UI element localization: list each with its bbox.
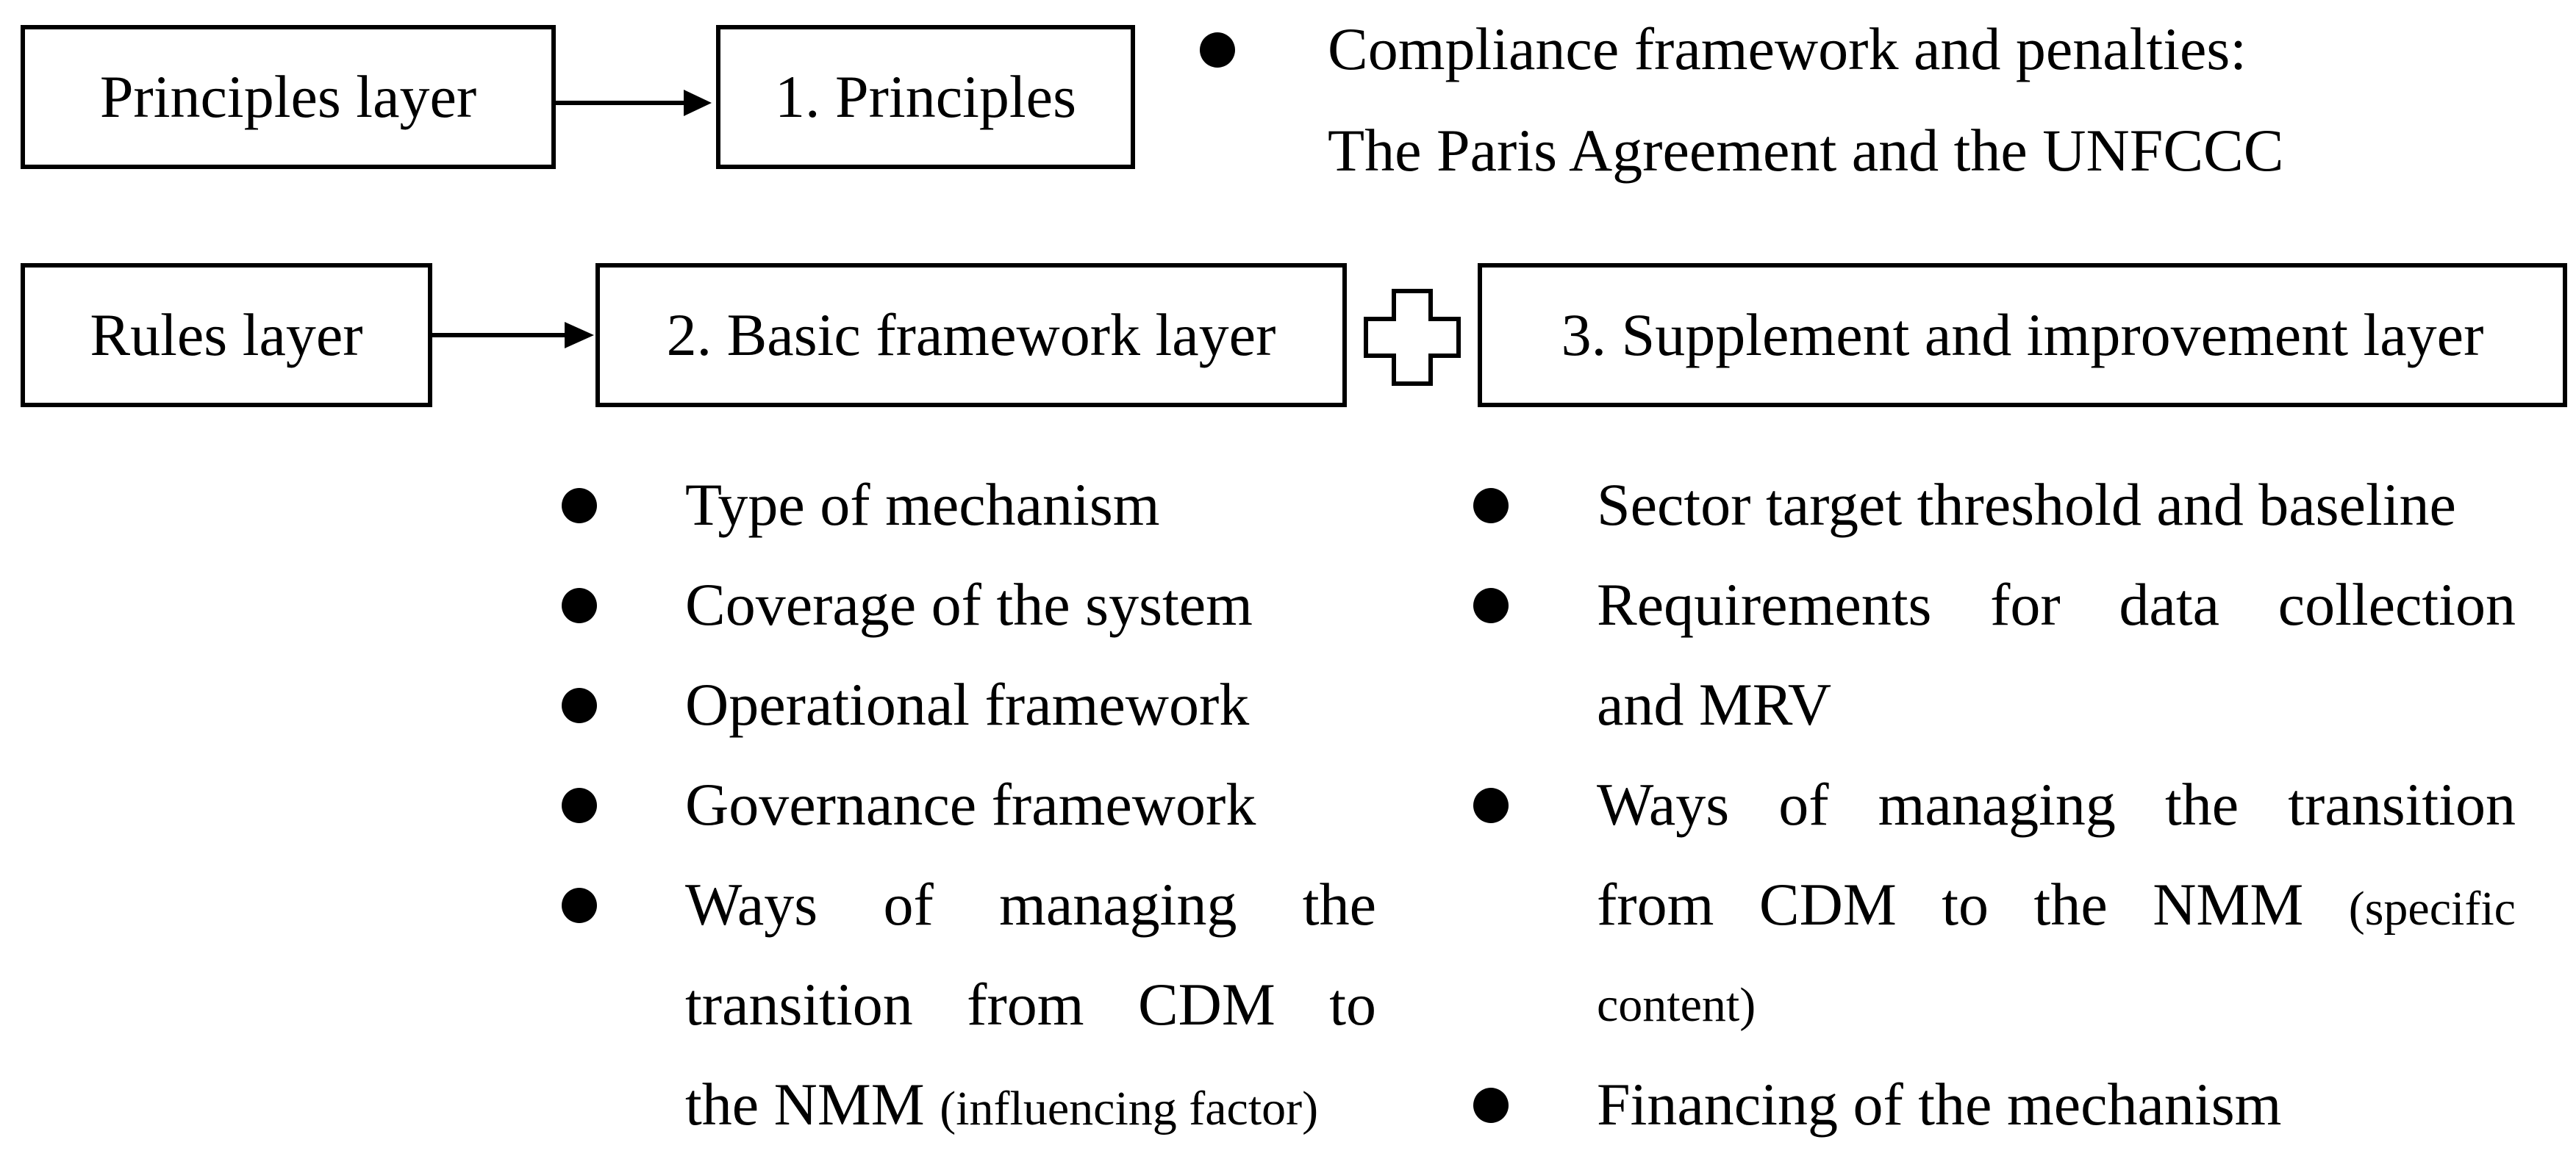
compliance-line-1: Compliance framework and penalties: — [1328, 15, 2247, 82]
word: Requirements — [1597, 571, 1932, 638]
left-item-coverage: Coverage of the system — [685, 571, 1253, 638]
word: transition — [2288, 771, 2516, 838]
bullet-right-3 — [1473, 788, 1509, 823]
word: NMM — [2153, 871, 2304, 938]
principles-layer-label: Principles layer — [99, 63, 477, 130]
bullet-right-4 — [1473, 1088, 1509, 1123]
left-item-type: Type of mechanism — [685, 471, 1160, 538]
word: Ways — [685, 871, 818, 938]
right-item-sector: Sector target threshold and baseline — [1597, 471, 2456, 538]
word: the — [2165, 771, 2239, 838]
compliance-line-2: The Paris Agreement and the UNFCCC — [1328, 117, 2284, 184]
word: from — [1597, 871, 1714, 938]
supplement-box: 3. Supplement and improvement layer — [1478, 263, 2567, 407]
principles-layer-box: Principles layer — [21, 25, 556, 169]
bullet-left-5 — [562, 888, 597, 923]
word: to — [1329, 971, 1376, 1038]
word: to — [1942, 871, 1989, 938]
arrow-rules — [432, 322, 594, 348]
supplement-label: 3. Supplement and improvement layer — [1561, 301, 2484, 368]
principles-label: 1. Principles — [775, 63, 1076, 130]
word: from — [967, 971, 1084, 1038]
left-item-ways-line-2: transition from CDM to — [685, 970, 1376, 1039]
word: of — [883, 871, 934, 938]
word: the — [1302, 871, 1376, 938]
right-item-ways-line-3: content) — [1597, 978, 1756, 1032]
left-item-operational: Operational framework — [685, 671, 1250, 738]
right-item-ways-line-2: from CDM to the NMM (specific — [1597, 870, 2516, 939]
bullet-left-4 — [562, 788, 597, 823]
word: for — [1990, 571, 2061, 638]
basic-framework-box: 2. Basic framework layer — [595, 263, 1347, 407]
word: collection — [2278, 571, 2516, 638]
specific-note: (specific — [2348, 882, 2516, 936]
bullet-left-1 — [562, 488, 597, 523]
bullet-right-2 — [1473, 588, 1509, 623]
right-item-financing: Financing of the mechanism — [1597, 1071, 2282, 1138]
bullet-left-3 — [562, 688, 597, 723]
word: managing — [1878, 771, 2116, 838]
principles-box: 1. Principles — [716, 25, 1135, 169]
word: Ways — [1597, 771, 1730, 838]
nmm-text: the NMM — [685, 1071, 925, 1138]
rules-layer-label: Rules layer — [90, 301, 363, 368]
word: CDM — [1759, 871, 1897, 938]
rules-layer-box: Rules layer — [21, 263, 432, 407]
word: CDM — [1137, 971, 1276, 1038]
right-item-requirements-line-1: Requirements for data collection — [1597, 570, 2516, 639]
word: managing — [999, 871, 1237, 938]
word: of — [1778, 771, 1829, 838]
right-item-requirements-line-2: and MRV — [1597, 671, 1832, 738]
left-item-governance: Governance framework — [685, 771, 1256, 838]
influencing-factor-note: (influencing factor) — [940, 1082, 1319, 1135]
right-item-ways-line-1: Ways of managing the transition — [1597, 770, 2516, 839]
bullet-left-2 — [562, 588, 597, 623]
arrow-principles — [556, 90, 712, 116]
bullet-compliance — [1200, 32, 1235, 68]
left-item-ways-line-3: the NMM (influencing factor) — [685, 1070, 1318, 1139]
word: transition — [685, 971, 913, 1038]
word: the — [2033, 871, 2108, 938]
word: data — [2119, 571, 2219, 638]
basic-framework-label: 2. Basic framework layer — [666, 301, 1276, 368]
plus-icon — [1364, 289, 1461, 386]
left-item-ways-line-1: Ways of managing the — [685, 870, 1376, 939]
bullet-right-1 — [1473, 488, 1509, 523]
